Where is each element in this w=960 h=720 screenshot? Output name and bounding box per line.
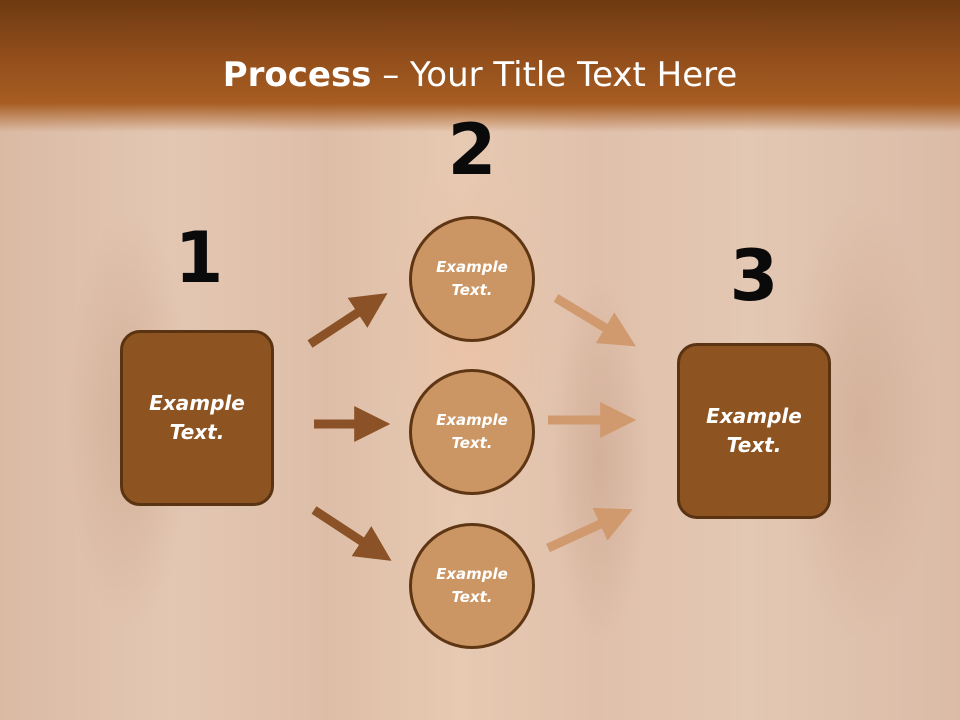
arrow-1-to-bottom	[311, 506, 392, 561]
title-bar	[0, 0, 960, 132]
step-2-circle-bottom[interactable]: Example Text.	[409, 523, 535, 649]
step-2-circle-middle-text: Example Text.	[436, 411, 508, 452]
step-1-number: 1	[174, 217, 224, 299]
step-3-text: Example Text.	[706, 404, 802, 457]
step-1-text: Example Text.	[149, 391, 245, 444]
arrow-1-to-top	[307, 293, 388, 348]
step-2-circle-top[interactable]: Example Text.	[409, 216, 535, 342]
step-3-box[interactable]: Example Text.	[677, 343, 831, 519]
slide-title: Process – Your Title Text Here	[0, 52, 960, 98]
step-2-circle-bottom-text: Example Text.	[436, 565, 508, 606]
step-2-number: 2	[447, 109, 497, 191]
title-rest: – Your Title Text Here	[371, 55, 738, 95]
title-bold: Process	[222, 55, 372, 95]
step-1-box[interactable]: Example Text.	[120, 330, 274, 506]
step-2-circle-top-text: Example Text.	[436, 258, 508, 299]
step-2-circle-middle[interactable]: Example Text.	[409, 369, 535, 495]
arrow-top-to-3	[553, 294, 636, 347]
step-3-number: 3	[729, 235, 779, 317]
arrow-bottom-to-3	[546, 507, 633, 553]
